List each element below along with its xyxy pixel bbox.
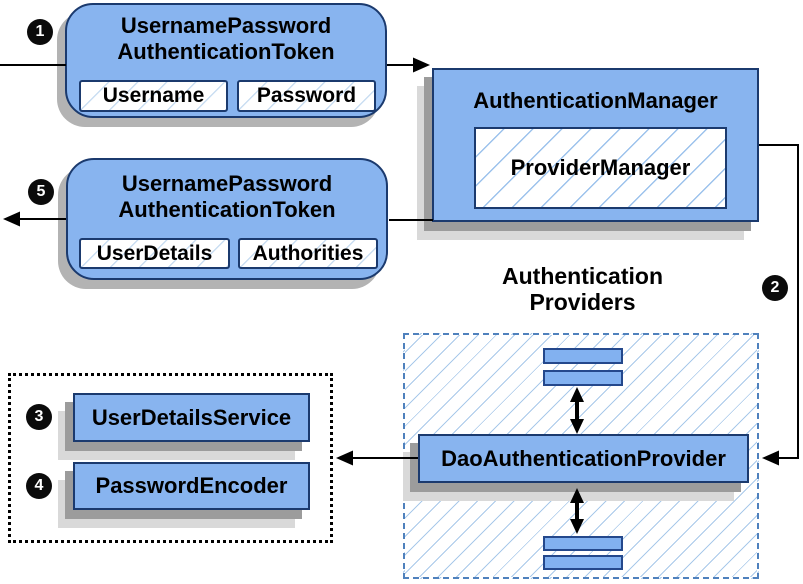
step-4-badge: 4 — [26, 473, 52, 499]
response-token-title: UsernamePassword AuthenticationToken — [118, 171, 336, 222]
provider-placeholder-bottom-1 — [543, 536, 623, 551]
response-token-box: UsernamePassword AuthenticationToken Use… — [66, 158, 388, 280]
step-1-badge: 1 — [27, 19, 53, 45]
user-details-field: UserDetails — [79, 238, 230, 269]
authentication-manager-title: AuthenticationManager — [473, 88, 718, 113]
request-token-title: UsernamePassword AuthenticationToken — [117, 13, 335, 64]
provider-placeholder-top-1 — [543, 348, 623, 364]
manager-to-provider-line — [759, 144, 799, 459]
provider-placeholder-bottom-2 — [543, 555, 623, 570]
step-5-badge: 5 — [28, 179, 54, 205]
manager-to-provider-arrowhead-icon — [762, 450, 779, 466]
provider-placeholder-top-2 — [543, 370, 623, 386]
providers-heading: Authentication Providers — [502, 263, 663, 315]
provider-to-services-arrowhead-icon — [336, 450, 353, 466]
response-arrowhead-icon — [3, 211, 20, 227]
user-details-service-box: UserDetailsService — [73, 393, 310, 442]
authorities-field: Authorities — [238, 238, 378, 269]
request-arrowhead-icon — [413, 57, 430, 73]
password-field: Password — [237, 80, 376, 112]
authentication-manager-box: AuthenticationManager ProviderManager — [432, 68, 759, 222]
request-token-box: UsernamePassword AuthenticationToken Use… — [65, 3, 387, 118]
dao-authentication-provider-box: DaoAuthenticationProvider — [418, 434, 749, 483]
password-encoder-box: PasswordEncoder — [73, 462, 310, 510]
username-field: Username — [79, 80, 228, 112]
step-2-badge: 2 — [762, 275, 788, 301]
provider-manager-box: ProviderManager — [474, 127, 727, 209]
step-3-badge: 3 — [26, 404, 52, 430]
